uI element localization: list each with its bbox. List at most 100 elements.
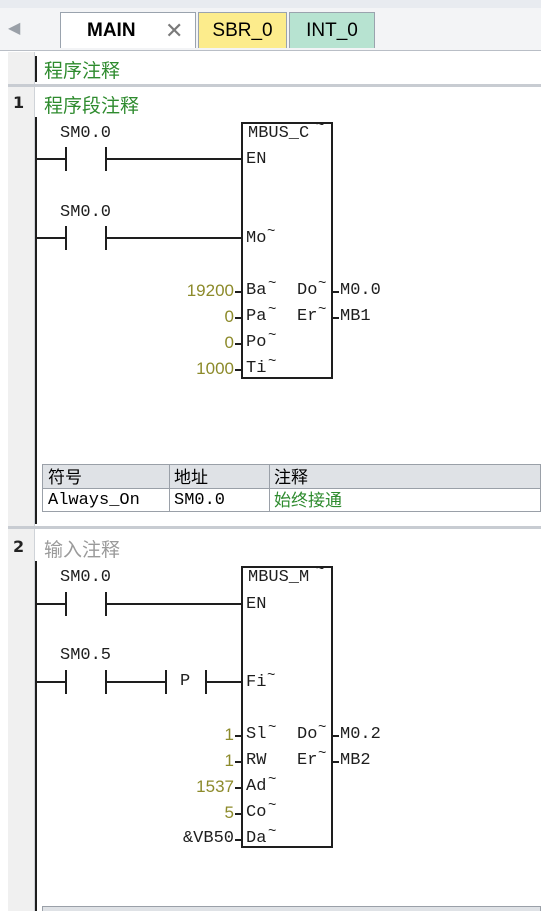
tab-bar: ◀ MAIN ✕ SBR_0 INT_0 (0, 8, 541, 51)
contact-address[interactable]: SM0.5 (60, 646, 112, 665)
pin-parity: Pa (246, 307, 267, 326)
truncation-mark: ~ (268, 328, 277, 344)
wire (37, 237, 65, 239)
truncation-mark: ~ (318, 746, 327, 762)
truncation-mark: ~ (268, 720, 277, 736)
wire (235, 761, 241, 763)
operand-port[interactable]: 0 (224, 333, 234, 352)
cell-symbol: Always_On (48, 491, 140, 510)
operand-baud[interactable]: 19200 (186, 281, 234, 300)
operand-data-ptr[interactable]: &VB50 (182, 829, 234, 848)
tab-int-0[interactable]: INT_0 (289, 12, 375, 48)
contact-right-bar (105, 670, 107, 694)
divider (169, 465, 170, 488)
edge-right-bar (205, 670, 207, 694)
truncation-mark: ~ (268, 302, 277, 318)
pin-slave: Sl (246, 725, 267, 744)
positive-edge-label[interactable]: P (180, 672, 191, 691)
truncation-mark: ~ (267, 224, 276, 240)
contact-address[interactable]: SM0.0 (60, 203, 112, 222)
pin-mode: Mo (246, 229, 267, 248)
operand-parity[interactable]: 0 (224, 307, 234, 326)
pin-done: Do (297, 725, 318, 744)
wire (235, 343, 241, 345)
network-gutter (8, 52, 35, 911)
network-comment[interactable]: 输入注释 (44, 539, 121, 561)
network-number: 1 (13, 93, 25, 112)
contact-left-bar (65, 226, 67, 250)
pin-error: Er (297, 751, 318, 770)
contact-address[interactable]: SM0.0 (60, 568, 112, 587)
operand-timeout[interactable]: 1000 (196, 359, 234, 378)
header-symbol: 符号 (48, 468, 82, 487)
truncation-mark: ~ (268, 824, 277, 840)
wire (235, 735, 241, 737)
truncation-mark: ~ (318, 302, 327, 318)
wire (333, 317, 339, 319)
divider (169, 489, 170, 511)
truncation-mark: ~ (316, 118, 325, 134)
divider (269, 489, 270, 511)
table-row[interactable]: Always_On SM0.0 始终接通 (42, 489, 541, 512)
wire (37, 158, 65, 160)
tab-sbr-0[interactable]: SBR_0 (198, 12, 287, 48)
pin-timeout: Ti (246, 359, 267, 378)
wire (235, 839, 241, 841)
pin-done: Do (297, 281, 318, 300)
network-separator (8, 526, 541, 529)
truncation-mark: ~ (318, 276, 327, 292)
contact-right-bar (105, 592, 107, 616)
edge-left-bar (165, 670, 167, 694)
wire (107, 681, 165, 683)
wire (235, 369, 241, 371)
wire (235, 291, 241, 293)
pin-rw: RW (246, 751, 267, 770)
operand-error[interactable]: MB1 (340, 307, 371, 326)
operand-addr[interactable]: 1537 (196, 777, 234, 796)
truncation-mark: ~ (268, 276, 277, 292)
network-separator (8, 84, 541, 87)
truncation-mark: ~ (267, 668, 276, 684)
symbol-table-header: 符号 地址 注释 (42, 464, 541, 489)
contact-right-bar (105, 147, 107, 171)
operand-slave[interactable]: 1 (224, 725, 234, 744)
operand-count[interactable]: 5 (224, 803, 234, 822)
truncation-mark: ~ (268, 798, 277, 814)
wire (235, 317, 241, 319)
truncation-mark: ~ (316, 562, 325, 578)
scroll-left-icon[interactable]: ◀ (8, 20, 21, 37)
wire (235, 813, 241, 815)
network-comment[interactable]: 程序段注释 (44, 95, 140, 117)
tab-main-label: MAIN (87, 20, 136, 41)
wire (333, 735, 339, 737)
header-address: 地址 (174, 468, 208, 487)
operand-done[interactable]: M0.2 (340, 725, 381, 744)
contact-right-bar (105, 226, 107, 250)
wire (333, 291, 339, 293)
pin-en: EN (246, 150, 267, 169)
wire (37, 681, 65, 683)
truncation-mark: ~ (318, 720, 327, 736)
operand-done[interactable]: M0.0 (340, 281, 381, 300)
pin-port: Po (246, 333, 267, 352)
pin-en: EN (246, 595, 267, 614)
contact-left-bar (65, 670, 67, 694)
operand-rw[interactable]: 1 (224, 751, 234, 770)
program-comment[interactable]: 程序注释 (44, 60, 121, 82)
function-block-mbus-ctrl[interactable] (241, 122, 333, 379)
pin-count: Co (246, 803, 267, 822)
wire (107, 158, 243, 160)
truncation-mark: ~ (268, 772, 277, 788)
close-icon[interactable]: ✕ (165, 18, 184, 43)
contact-address[interactable]: SM0.0 (60, 124, 112, 143)
network-number: 2 (13, 537, 25, 556)
function-block-mbus-msg[interactable] (241, 566, 333, 848)
power-rail (35, 117, 37, 524)
pin-baud: Ba (246, 281, 267, 300)
operand-error[interactable]: MB2 (340, 751, 371, 770)
symbol-table-header-partial (42, 906, 541, 911)
tab-main[interactable]: MAIN ✕ (60, 12, 196, 48)
power-rail (35, 561, 37, 911)
program-comment-marker (35, 56, 37, 82)
contact-left-bar (65, 147, 67, 171)
